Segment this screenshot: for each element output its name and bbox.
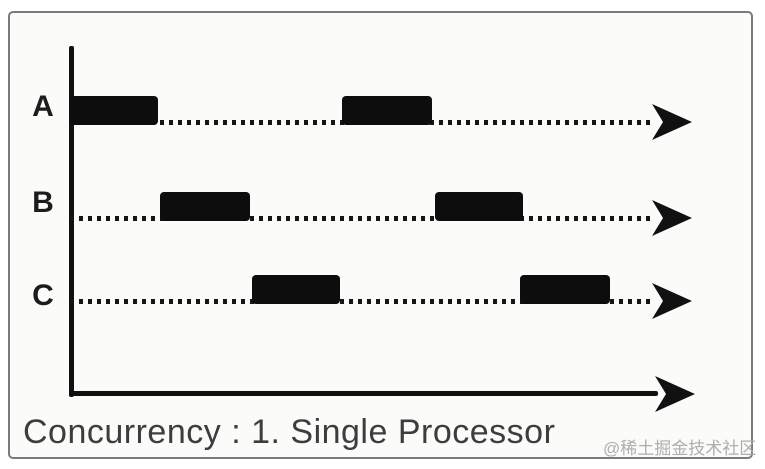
watermark-text: @稀土掘金技术社区	[603, 439, 757, 458]
x-axis-arrowhead-icon	[655, 376, 695, 412]
row-label-b: B	[32, 186, 54, 219]
y-axis-line	[69, 46, 74, 397]
diagram-caption: Concurrency : 1. Single Processor	[23, 413, 556, 451]
task-block-a-2	[342, 96, 432, 125]
timeline-dotted-line-c	[70, 299, 652, 304]
row-label-a: A	[32, 90, 54, 123]
timeline-dotted-line-b	[70, 216, 652, 221]
row-label-c: C	[32, 279, 54, 312]
diagram-frame	[8, 11, 753, 459]
task-block-c-2	[520, 275, 610, 304]
task-block-b-1	[160, 192, 250, 221]
task-block-c-1	[252, 275, 340, 304]
timeline-arrowhead-icon-c	[652, 283, 692, 319]
x-axis-line	[69, 391, 658, 396]
task-block-b-2	[435, 192, 523, 221]
task-block-a-1	[70, 96, 158, 125]
timeline-arrowhead-icon-a	[652, 104, 692, 140]
timeline-arrowhead-icon-b	[652, 200, 692, 236]
